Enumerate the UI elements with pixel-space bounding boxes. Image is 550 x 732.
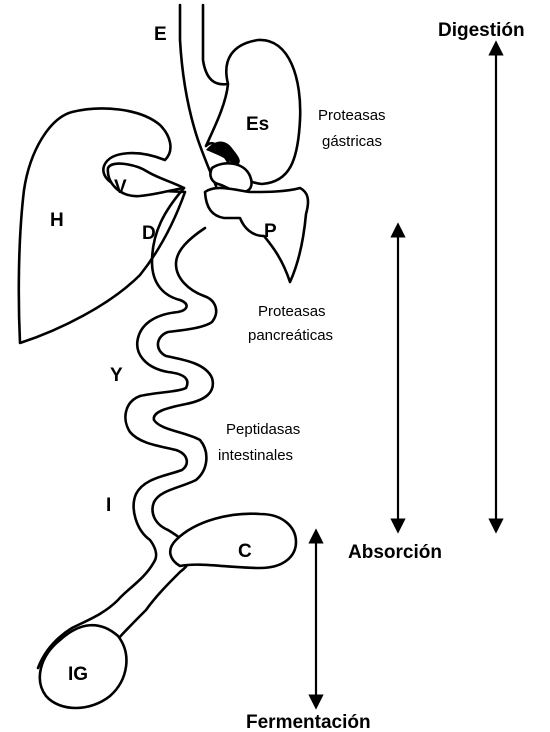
- stomach-shape: [206, 40, 300, 184]
- label-cecum: C: [238, 541, 252, 562]
- pancreatic-proteases-line1: Proteasas: [258, 303, 326, 320]
- label-gallbladder: V: [114, 177, 127, 198]
- esophagus-shape-right: [203, 5, 228, 84]
- label-liver: H: [50, 210, 64, 231]
- pancreas-shape: [205, 188, 308, 282]
- gastric-proteases-line2: gástricas: [322, 133, 382, 150]
- intestinal-peptidases-line1: Peptidasas: [226, 421, 300, 438]
- label-ileum: I: [106, 495, 111, 516]
- phase-fermentation-label: Fermentación: [246, 712, 371, 732]
- intestinal-peptidases-line2: intestinales: [218, 447, 293, 464]
- label-esophagus: E: [154, 24, 167, 45]
- phase-digestion-label: Digestión: [438, 20, 525, 41]
- phase-absorption-label: Absorción: [348, 542, 442, 563]
- label-stomach: Es: [246, 114, 269, 135]
- gastric-proteases-line1: Proteasas: [318, 107, 386, 124]
- pancreatic-proteases-line2: pancreáticas: [248, 327, 333, 344]
- cecum-shape: [170, 514, 296, 568]
- label-jejunum: Y: [110, 365, 123, 386]
- esophagus-shape: [180, 5, 216, 186]
- label-large-intestine: IG: [68, 664, 88, 685]
- label-duodenum: D: [142, 223, 156, 244]
- label-pancreas: P: [264, 221, 277, 242]
